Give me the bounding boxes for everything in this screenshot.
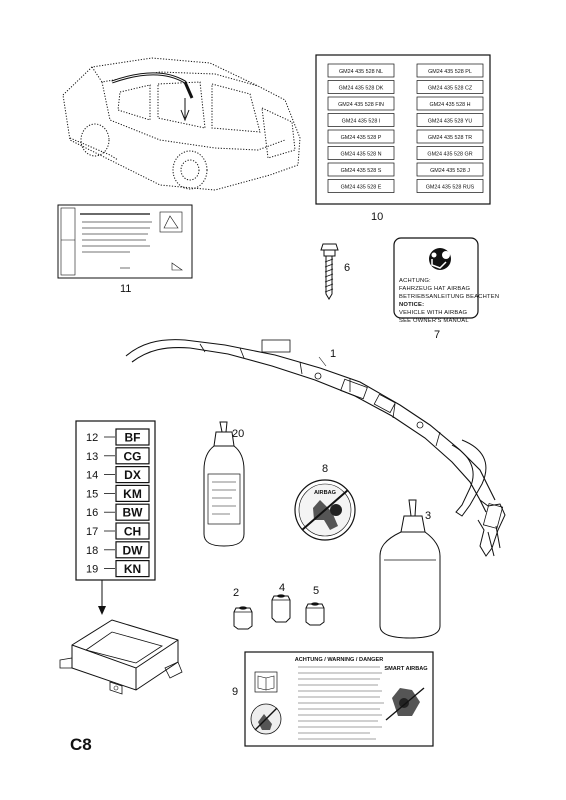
label-cell-box: [327, 80, 395, 94]
warning-label-9: ACHTUNG / WARNING / DANGER SMART AIRBAG …: [232, 651, 434, 747]
label-cell-box: [416, 63, 484, 78]
code-row-number: 18: [86, 545, 98, 557]
callout-20: 20: [232, 428, 244, 440]
bolt-6: 6: [320, 243, 350, 300]
label-cell-box: [327, 146, 395, 160]
label9-title: ACHTUNG / WARNING / DANGER: [295, 657, 384, 663]
code-row-number: 16: [86, 507, 98, 519]
label-cell-box: [416, 129, 484, 144]
callout-6: 6: [344, 262, 350, 274]
airbag-control-module: [59, 619, 183, 695]
label-code: GM24 435 528 H: [429, 102, 470, 108]
code-row-number: 14: [86, 470, 98, 482]
bottle-20: 20: [203, 421, 245, 547]
label-cell-box: [327, 179, 395, 193]
code-box-label: BF: [125, 431, 141, 445]
label-code: GM24 435 528 P: [341, 135, 382, 141]
code-box: [115, 484, 150, 502]
code-box: [115, 559, 150, 578]
code-box: [115, 541, 150, 559]
callout-2: 2: [233, 587, 239, 599]
sticker-11: 11: [57, 204, 193, 295]
nut-5: 5: [305, 585, 325, 626]
label-code: GM24 435 528 I: [342, 119, 381, 125]
label-code: GM24 435 528 YU: [428, 119, 473, 125]
label-cell-box: [416, 146, 484, 160]
code-row-number: 19: [86, 564, 98, 576]
label9-badge: SMART AIRBAG: [384, 666, 427, 672]
label-code: GM24 435 528 RUS: [426, 185, 475, 191]
label-cell-box: [416, 179, 484, 193]
callout-9: 9: [232, 686, 238, 698]
sticker8-text: AIRBAG: [314, 490, 336, 496]
sticker7-line5: VEHICLE WITH AIRBAG: [399, 310, 468, 316]
page-code: C8: [70, 735, 92, 754]
sticker7-line6: SEE OWNER'S MANUAL: [399, 318, 469, 324]
label-code: GM24 435 528 GR: [427, 152, 472, 158]
sticker7-line3: BETRIEBSANLEITUNG BEACHTEN: [399, 294, 499, 300]
code-row-number: 17: [86, 526, 98, 538]
label-code: GM24 435 528 N: [340, 152, 381, 158]
callout-8: 8: [322, 463, 328, 475]
label-code: GM24 435 528 J: [430, 168, 470, 174]
label-cell-box: [327, 63, 395, 78]
callout-11: 11: [120, 283, 131, 295]
label-cell-box: [416, 96, 484, 111]
callout-4: 4: [279, 582, 285, 594]
code-row-number: 15: [86, 488, 98, 500]
callout-1: 1: [330, 348, 336, 360]
code-row-number: 12: [86, 432, 98, 444]
warning-label-set: GM24 435 528 NL GM24 435 528 DK GM24 435 5…: [315, 54, 491, 223]
callout-7: 7: [434, 329, 440, 341]
sticker7-line2: FAHRZEUG HAT AIRBAG: [399, 286, 471, 292]
label-code: GM24 435 528 TR: [428, 135, 472, 141]
sticker-8: AIRBAG 8: [294, 463, 356, 541]
callout-3: 3: [425, 510, 431, 522]
code-box-label: BW: [123, 506, 144, 520]
sticker-7: ACHTUNG: FAHRZEUG HAT AIRBAG BETRIEBSANL…: [393, 237, 499, 341]
callout-5: 5: [313, 585, 319, 597]
code-box-label: KN: [124, 562, 141, 576]
nut-4: 4: [271, 582, 291, 623]
label-code: GM24 435 528 NL: [339, 69, 383, 75]
vehicle-illustration: [62, 57, 301, 191]
label-cell-box: [416, 80, 484, 94]
code-box-label: DX: [124, 468, 141, 482]
label-code: GM24 435 528 FIN: [338, 102, 384, 108]
code-box-label: DW: [123, 543, 144, 557]
label-code: GM24 435 528 E: [341, 185, 382, 191]
code-rows: 12 BF 13 CG 14 DX 15 KM 16 BW 17 CH 18 DW 19 KN: [86, 428, 150, 578]
bottle-3: 3: [379, 499, 441, 639]
curtain-airbag-1: 1: [125, 339, 506, 557]
sticker7-line1: ACHTUNG:: [399, 278, 431, 284]
label-code: GM24 435 528 DK: [339, 86, 384, 92]
code-box: [115, 466, 150, 484]
label-cell-box: [327, 162, 395, 177]
code-box-label: KM: [123, 487, 142, 501]
code-box: [115, 447, 150, 465]
label-cell-box: [327, 129, 395, 144]
label-cell-box: [327, 96, 395, 111]
label-code: GM24 435 528 PL: [428, 69, 472, 75]
label-code: GM24 435 528 CZ: [428, 86, 473, 92]
label-cell-box: [416, 162, 484, 177]
nut-2: 2: [233, 587, 253, 630]
code-box: [115, 522, 150, 540]
code-row-number: 13: [86, 451, 98, 463]
label-cell-box: [416, 113, 484, 127]
code-box-label: CH: [124, 525, 141, 539]
code-table: 12 BF 13 CG 14 DX 15 KM 16 BW 17 CH 18 DW 19 KN: [75, 420, 156, 615]
label-code: GM24 435 528 S: [341, 168, 382, 174]
code-box-label: CG: [124, 449, 142, 463]
code-box: [115, 428, 150, 446]
callout-10: 10: [371, 211, 383, 223]
label-cell-box: [327, 113, 395, 127]
code-box: [115, 503, 150, 521]
sticker7-line4: NOTICE:: [399, 302, 424, 308]
label-cells: GM24 435 528 NL GM24 435 528 DK GM24 435 5…: [327, 63, 484, 193]
